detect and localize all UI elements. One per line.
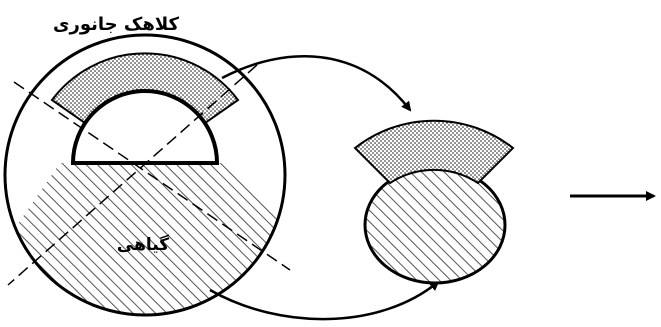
recombined-explant xyxy=(353,119,515,285)
cut-line-left xyxy=(13,81,291,271)
arrow-vegetal xyxy=(209,280,440,321)
vegetal-explant xyxy=(363,165,507,285)
vegetal-label: گیاهی xyxy=(117,234,169,255)
whole-embryo xyxy=(3,33,291,317)
arrow-animal-cap xyxy=(221,55,412,112)
vegetal-region xyxy=(5,163,285,315)
animal-cap-label: کلاهک جانوری xyxy=(53,14,179,35)
blastocoel-cavity xyxy=(70,89,220,165)
embryo-outline xyxy=(3,33,287,317)
cut-line-right xyxy=(7,64,258,286)
animal-cap-explant xyxy=(353,119,515,185)
